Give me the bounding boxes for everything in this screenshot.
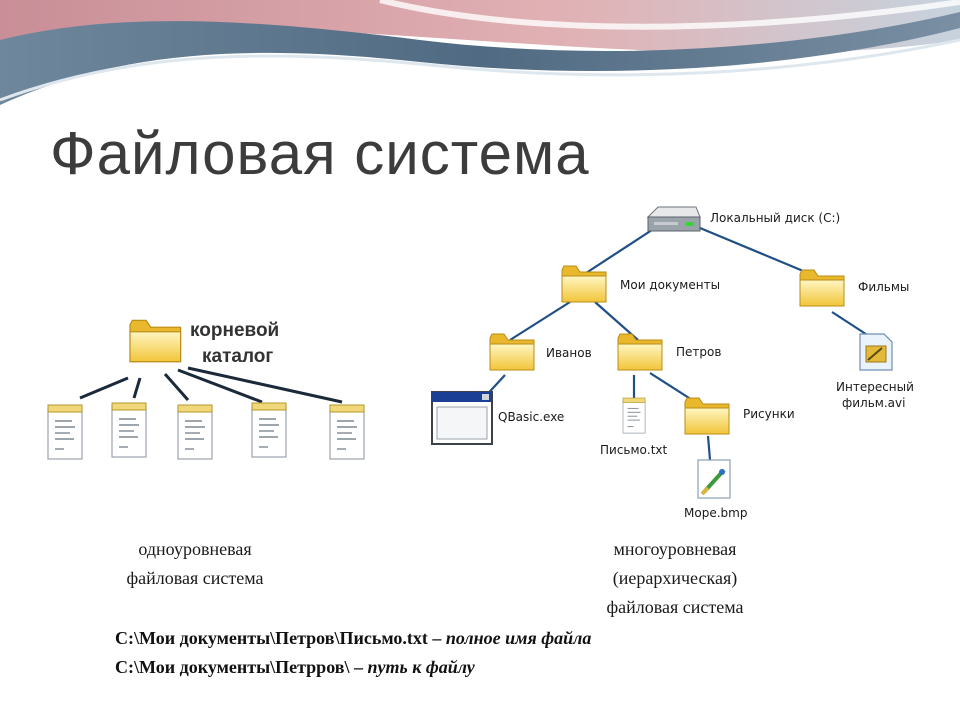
banner-light-stripe	[379, 0, 960, 30]
caption-line: (иерархическая)	[612, 568, 738, 588]
full-path-description: полное имя файла	[445, 628, 592, 648]
connector-line	[699, 226, 821, 280]
folder-icon-petrov	[617, 333, 663, 371]
movie-label-line2: фильм.avi	[842, 396, 905, 410]
single-level-tree: корневой каталог	[47, 319, 365, 460]
caption-line: одноуровневая	[138, 539, 252, 559]
movie-label-line1: Интересный	[836, 380, 914, 394]
document-icon	[177, 404, 213, 460]
dir-path-description: путь к файлу	[367, 657, 475, 677]
path-examples: C:\Мои документы\Петров\Письмо.txt – пол…	[115, 624, 591, 682]
banner-dark-band	[0, 12, 960, 105]
connector-line	[582, 227, 656, 276]
banner-pink-band	[0, 0, 960, 60]
connector-line	[177, 368, 263, 404]
page-title: Файловая система	[50, 120, 590, 187]
header-banner	[0, 0, 960, 110]
video-file-icon	[859, 333, 893, 371]
caption-line: файловая система	[126, 568, 264, 588]
films-label: Фильмы	[858, 280, 909, 294]
image-file-icon	[697, 459, 731, 499]
connector-line	[163, 373, 190, 401]
sea-label: Море.bmp	[684, 506, 747, 520]
disk-label: Локальный диск (C:)	[710, 211, 840, 225]
separator: –	[427, 628, 446, 648]
text-file-icon	[622, 397, 646, 434]
ivanov-label: Иванов	[546, 346, 592, 360]
folder-icon-pictures	[684, 397, 730, 435]
qbasic-label: QBasic.exe	[498, 410, 564, 424]
connector-line	[509, 301, 571, 341]
caption-line: файловая система	[606, 597, 744, 617]
root-label-line1: корневой	[190, 320, 279, 341]
document-icon	[251, 402, 287, 458]
dir-path: C:\Мои документы\Петрров\	[115, 657, 350, 677]
connector-line	[187, 366, 343, 404]
root-folder-icon	[129, 319, 182, 363]
letter-label: Письмо.txt	[600, 443, 668, 457]
folder-icon-films	[799, 269, 845, 307]
full-path: C:\Мои документы\Петров\Письмо.txt	[115, 628, 428, 648]
single-level-caption: одноуровневая файловая система	[95, 535, 295, 593]
folder-icon-my-documents	[561, 265, 607, 303]
separator: –	[349, 657, 368, 677]
multi-level-caption: многоуровневая (иерархическая) файловая …	[560, 535, 790, 622]
full-path-line: C:\Мои документы\Петров\Письмо.txt – пол…	[115, 624, 591, 653]
pictures-label: Рисунки	[743, 407, 795, 421]
root-label-line2: каталог	[202, 346, 273, 367]
connector-line	[706, 435, 712, 461]
hard-drive-icon	[646, 206, 701, 232]
application-window-icon	[431, 391, 493, 445]
document-icon	[111, 402, 147, 458]
connector-line	[132, 377, 142, 399]
multi-level-tree: Локальный диск (C:) Мои документы Фильмы…	[431, 206, 914, 520]
caption-line: многоуровневая	[613, 539, 737, 559]
banner-light-stripe	[0, 38, 960, 102]
connector-line	[79, 376, 129, 400]
document-icon	[329, 404, 365, 460]
dir-path-line: C:\Мои документы\Петрров\ – путь к файлу	[115, 653, 591, 682]
my-documents-label: Мои документы	[620, 278, 720, 292]
petrov-label: Петров	[676, 345, 721, 359]
document-icon	[47, 404, 83, 460]
